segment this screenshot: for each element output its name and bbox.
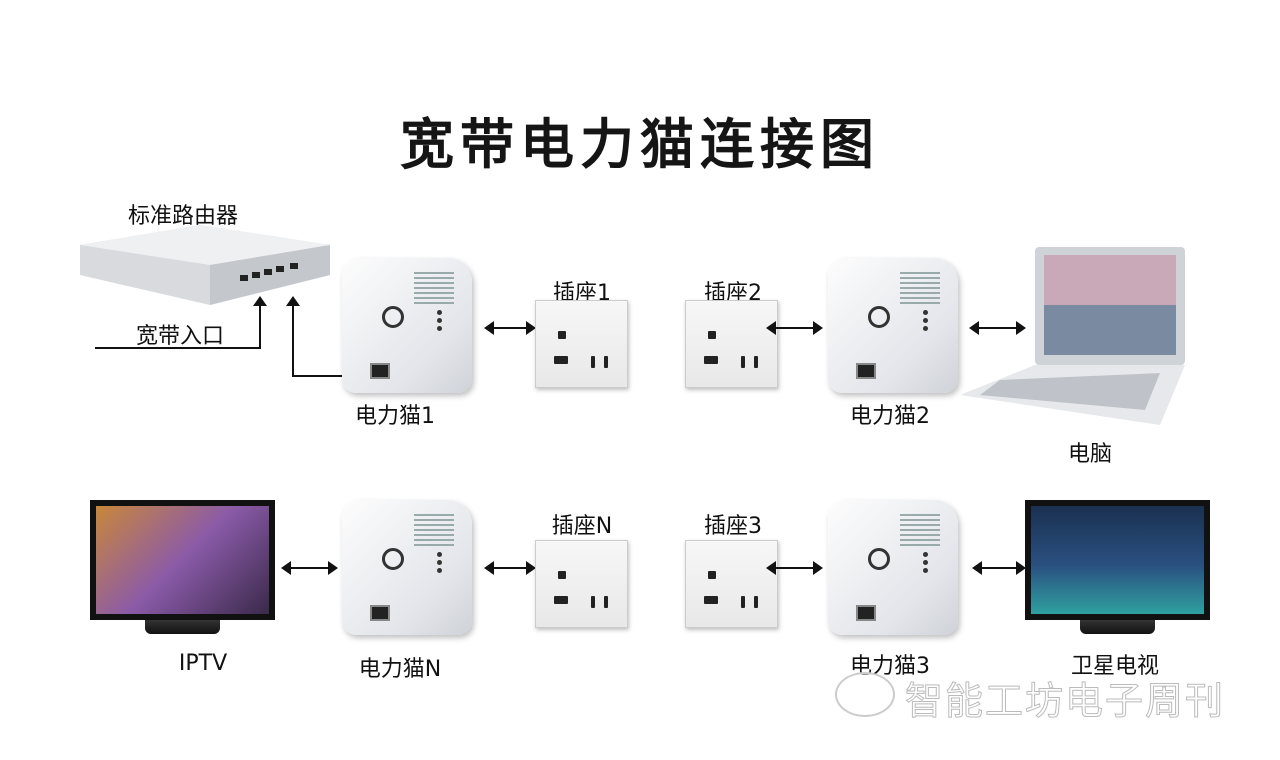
router-icon (80, 225, 330, 305)
satellite-tv-icon (1025, 500, 1210, 637)
double-arrow (484, 561, 536, 575)
router-to-modem-line-h (292, 375, 350, 377)
watermark: 智能工坊电子周刊 (904, 679, 1226, 724)
powerline-modem-3 (828, 500, 958, 635)
double-arrow (969, 321, 1026, 335)
router-label: 标准路由器 (127, 204, 238, 229)
modem-1-label: 电力猫1 (355, 404, 435, 429)
wechat-icon (835, 672, 895, 717)
double-arrow (972, 561, 1026, 575)
modem-2-label: 电力猫2 (850, 404, 930, 429)
arrow-head-up (253, 296, 267, 306)
double-arrow (281, 561, 338, 575)
socket-n-label: 插座N (551, 514, 613, 539)
powerline-modem-1 (342, 258, 472, 393)
laptop-icon (960, 247, 1185, 425)
powerline-modem-n (342, 500, 472, 635)
diagram-title: 宽带电力猫连接图 (400, 113, 880, 176)
wall-socket-3 (685, 540, 778, 628)
router-to-modem-line (292, 300, 294, 376)
iptv-label: IPTV (178, 651, 228, 676)
wall-socket-2 (685, 300, 778, 388)
double-arrow (766, 321, 823, 335)
powerline-modem-2 (828, 258, 958, 393)
wall-socket-n (535, 540, 628, 628)
satellite-tv-label: 卫星电视 (1070, 654, 1159, 679)
modem-n-label: 电力猫N (358, 657, 442, 682)
socket-3-label: 插座3 (704, 514, 762, 539)
iptv-tv-icon (90, 500, 275, 637)
double-arrow (484, 321, 536, 335)
laptop-label: 电脑 (1067, 442, 1112, 467)
broadband-input-label: 宽带入口 (135, 324, 224, 349)
wall-socket-1 (535, 300, 628, 388)
double-arrow (766, 561, 823, 575)
arrow-head-up (286, 296, 300, 306)
broadband-line-up (259, 305, 261, 349)
broadband-line (95, 347, 260, 349)
